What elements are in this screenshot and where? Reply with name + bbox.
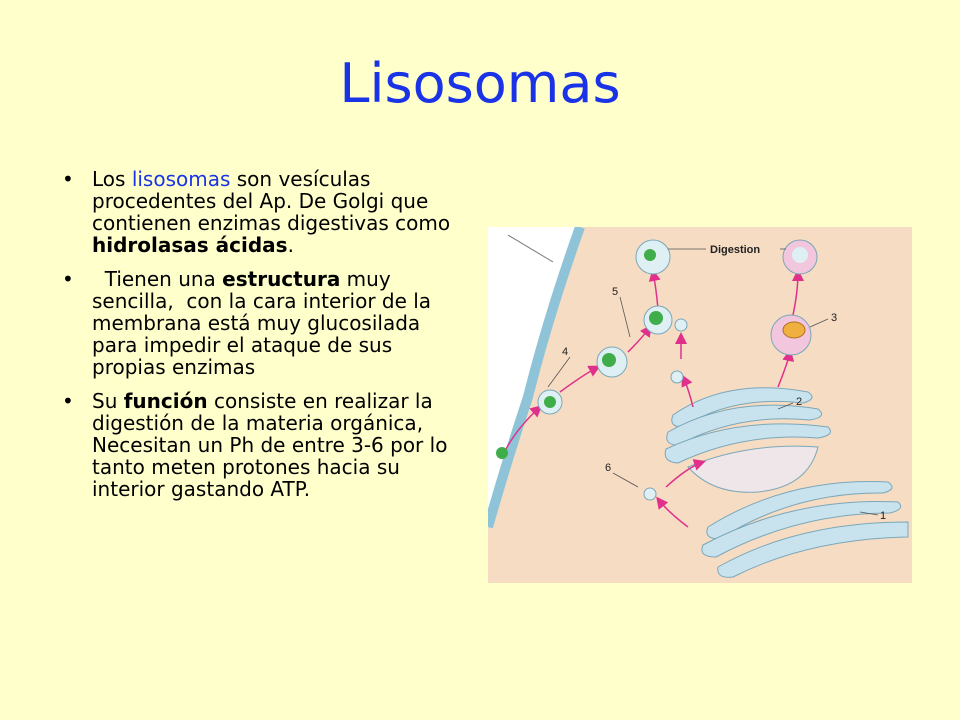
label-lines [547,248,879,516]
golgi-apparatus-lower [701,481,909,578]
label-digestion: Digestion [710,244,760,256]
primary-lysosome [670,370,684,384]
pathway-arrows [505,269,804,528]
label-number-2: 2 [796,396,802,408]
golgi-apparatus-upper [664,387,831,493]
arrow-to-golgi [665,459,706,488]
lysosome-fusion-5 [643,305,688,335]
bullet-3-post: consiste en realizar la digestión de la … [92,389,448,501]
bullet-3-pre: Su [92,389,124,413]
bullet-2-bold: estructura [222,267,341,291]
slide-title: Lisosomas [339,52,621,115]
lysosome-diagram-svg: Digestion 5 4 3 2 6 1 [488,227,912,583]
digestion-vesicle-right [782,239,818,275]
bullet-item-3: Su función consiste en realizar la diges… [62,390,462,500]
bullet-3-bold: función [123,389,208,413]
label-number-3: 3 [831,312,837,324]
arrow-endocytosis [505,404,543,450]
arrow-lower-to-vesicle [656,496,689,528]
label-number-4: 4 [562,346,568,358]
label-number-5: 5 [612,286,618,298]
lysosome-diagram: Digestion 5 4 3 2 6 1 [488,227,912,583]
lysosome-fusion-4 [596,346,628,378]
bullet-item-1: Los lisosomas son vesículas procedentes … [62,168,462,256]
label-number-6: 6 [605,462,611,474]
bullet-item-2: Tienen una estructura muy sencilla, con … [62,268,462,378]
bullet-2-pre: Tienen una [92,267,223,291]
arrow-to-phagosome [559,365,601,393]
vesicle-6 [643,487,657,501]
cell-membrane [488,227,585,529]
bullet-1-bold: hidrolasas ácidas [92,233,288,257]
digestion-vesicle-left [635,239,671,275]
label-number-1: 1 [880,510,886,522]
arrow-golgi-to-vesicle [681,374,694,408]
bullet-1-post: . [287,233,294,257]
bullet-1-pre: Los [92,167,132,191]
vesicle-incoming [496,447,508,459]
arrow-up-digestion-right [791,269,804,316]
bullet-list: Los lisosomas son vesículas procedentes … [62,168,462,512]
bullet-1-highlight: lisosomas [131,167,231,191]
phagosome [537,389,563,415]
bullet-2-post: muy sencilla, con la cara interior de la… [92,267,438,379]
autophagosome [770,314,812,356]
arrow-up-digestion-left [648,269,661,310]
bullet-1-mid: son vesículas procedentes del Ap. De Gol… [92,167,451,235]
membrane-line [507,234,554,263]
